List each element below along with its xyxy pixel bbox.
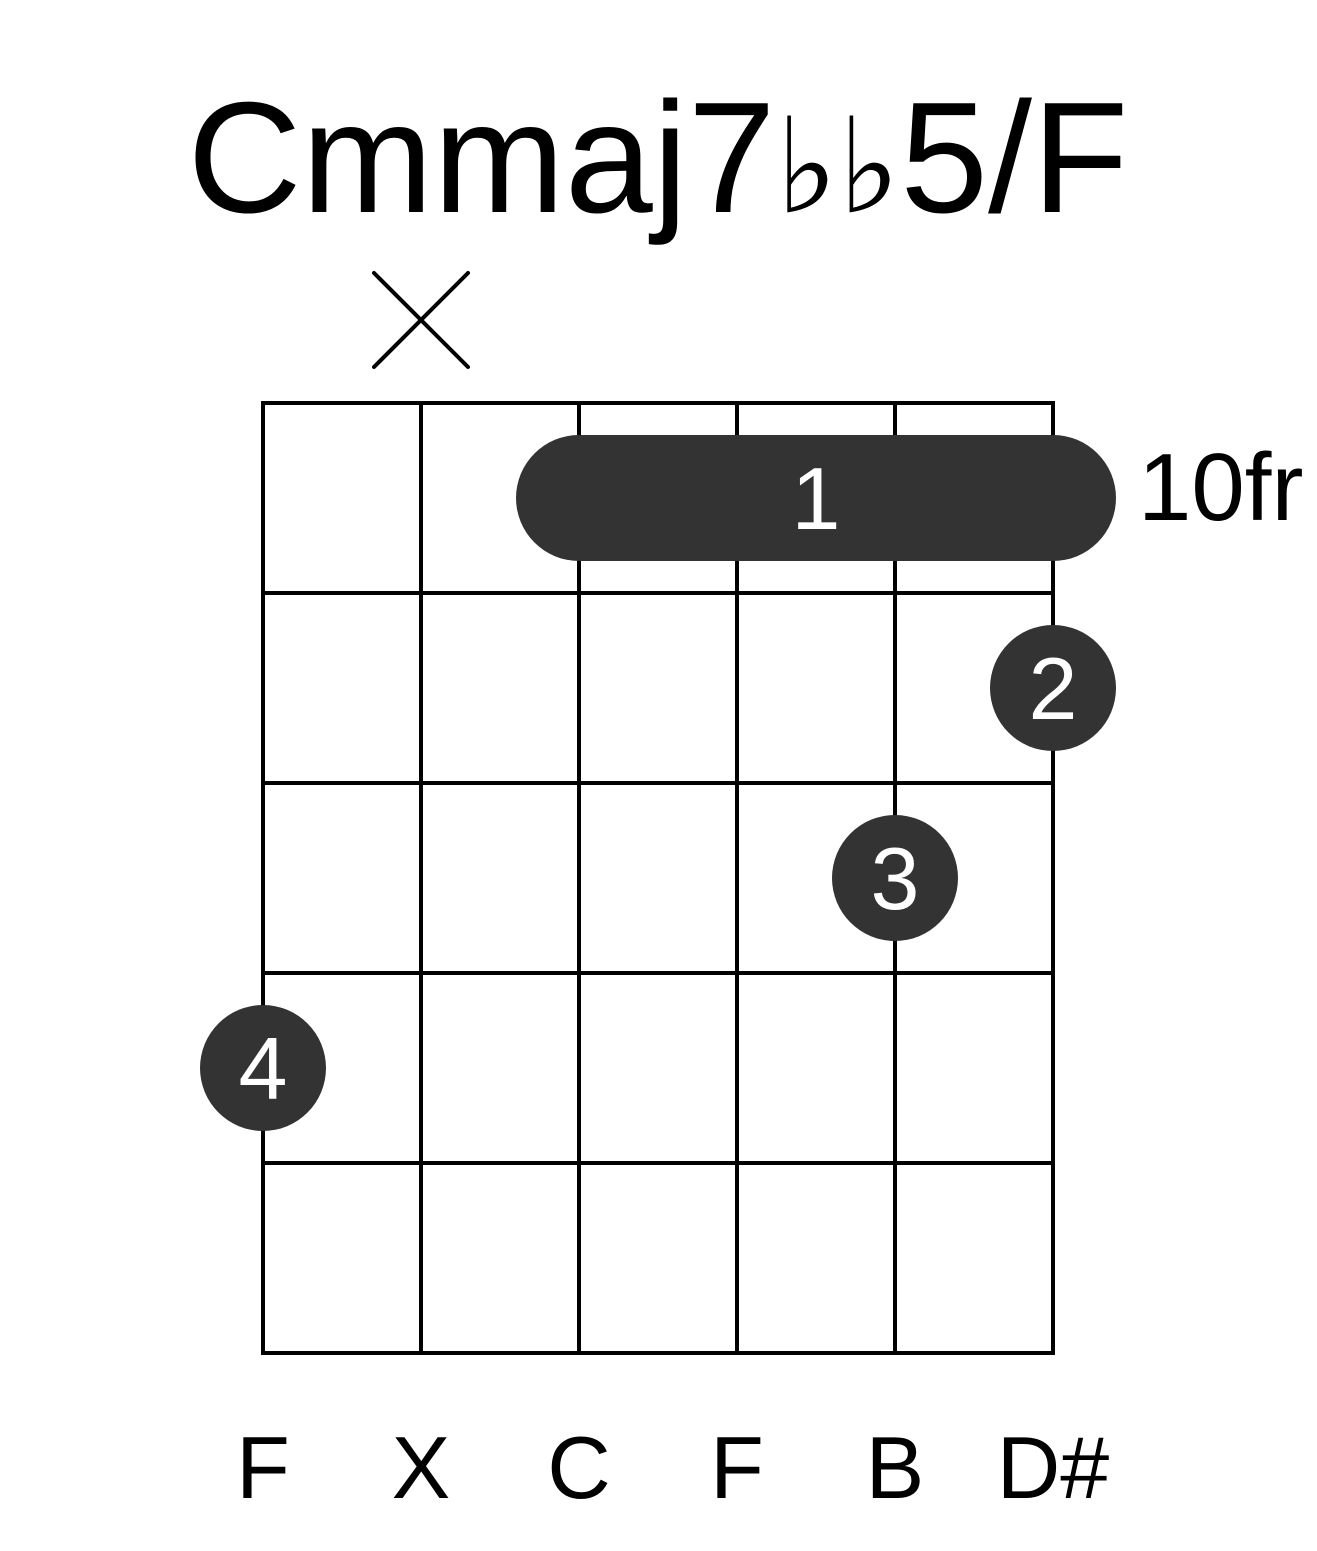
string-note-label: D#	[997, 1418, 1110, 1517]
chord-flat-symbols: ♭♭	[776, 90, 901, 244]
chord-title: Cmmaj7♭♭5/F	[187, 70, 1128, 246]
finger-number: 2	[1029, 639, 1078, 738]
finger-dot	[990, 625, 1116, 751]
mute-markers	[372, 271, 470, 369]
barre-finger-number: 1	[792, 449, 841, 548]
finger-marker: 2	[990, 625, 1116, 751]
finger-marker: 4	[200, 1005, 326, 1131]
chord-name-suffix: 5/F	[900, 70, 1128, 246]
string-note-label: B	[866, 1418, 925, 1517]
string-note-label: X	[392, 1418, 451, 1517]
finger-markers: 2 3 4	[200, 625, 1116, 1131]
finger-number: 3	[871, 829, 920, 928]
chord-name-prefix: Cmmaj7	[187, 70, 775, 246]
fret-position-label: 10fr	[1138, 434, 1303, 541]
string-note-label: F	[236, 1418, 290, 1517]
finger-dot	[832, 815, 958, 941]
string-note-label: F	[710, 1418, 764, 1517]
string-note-label: C	[547, 1418, 611, 1517]
finger-dot	[200, 1005, 326, 1131]
barre-marker: 1	[516, 435, 1116, 561]
barre-layer: 1	[516, 435, 1116, 561]
barre-bar	[516, 435, 1116, 561]
x-mark-icon	[372, 271, 470, 369]
fretboard-grid	[261, 401, 1055, 1355]
finger-marker: 3	[832, 815, 958, 941]
finger-number: 4	[239, 1019, 288, 1118]
